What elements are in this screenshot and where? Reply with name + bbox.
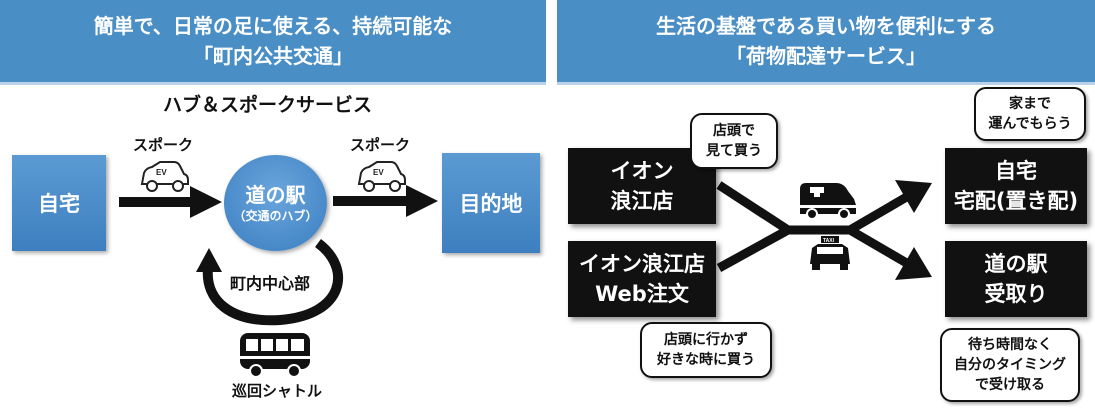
bubble-store: 店頭で 見て買う xyxy=(690,113,778,169)
ev-badge-right: EV xyxy=(373,168,384,177)
bubble-station-line3: で受け取る xyxy=(975,377,1045,393)
bubble-store-line2: 見て買う xyxy=(706,143,762,159)
home-delivery-box: 自宅 宅配(置き配) xyxy=(945,148,1087,224)
hub-subtitle: （交通のハブ） xyxy=(233,209,318,223)
spoke-label-right: スポーク xyxy=(350,136,411,154)
left-header: 簡単で、日常の足に使える、持続可能な 「町内公共交通」 xyxy=(0,0,546,85)
bus-icon xyxy=(240,333,310,378)
hub-circle: 道の駅 （交通のハブ） xyxy=(224,155,327,251)
right-header-line1: 生活の基盤である買い物を便利にする xyxy=(656,14,996,38)
delivery-route-lines xyxy=(716,180,932,280)
bus-label: 巡回シャトル xyxy=(232,382,323,400)
loop-arrow xyxy=(196,238,344,326)
web-line1: イオン浪江店 xyxy=(579,252,705,276)
bubble-home-line2: 運んでもらう xyxy=(988,116,1072,132)
home-delivery-line2: 宅配(置き配) xyxy=(953,189,1079,213)
bubble-web: 店頭に行かず 好きな時に買う xyxy=(640,322,772,378)
bubble-station-line1: 待ち時間なく xyxy=(968,337,1052,353)
left-header-line2: 「町内公共交通」 xyxy=(193,44,353,68)
web-line2: Web注文 xyxy=(595,282,689,306)
delivery-truck-icon xyxy=(800,183,856,220)
arrow-home-to-hub xyxy=(119,186,222,218)
station-pickup-line1: 道の駅 xyxy=(984,252,1048,276)
destination-box: 目的地 xyxy=(442,153,540,253)
spoke-label-left: スポーク xyxy=(133,136,194,154)
bubble-station: 待ち時間なく 自分のタイミング で受け取る xyxy=(940,328,1080,402)
bubble-home: 家まで 運んでもらう xyxy=(974,87,1086,141)
store-line1: イオン xyxy=(610,159,674,183)
left-header-line1: 簡単で、日常の足に使える、持続可能な xyxy=(93,14,453,38)
bubble-web-line2: 好きな時に買う xyxy=(657,352,755,368)
right-header-line2: 「荷物配達サービス」 xyxy=(726,44,926,68)
home-box: 自宅 xyxy=(12,155,106,251)
arrow-hub-to-destination xyxy=(333,185,438,217)
destination-label: 目的地 xyxy=(459,192,523,216)
taxi-sign-text: TAXI xyxy=(823,238,835,244)
web-order-box: イオン浪江店 Web注文 xyxy=(568,241,716,317)
bubble-station-line2: 自分のタイミング xyxy=(954,357,1066,373)
ev-car-icon-right: EV xyxy=(357,161,406,192)
station-pickup-line2: 受取り xyxy=(984,282,1048,306)
bubble-store-line1: 店頭で xyxy=(713,123,755,139)
taxi-icon: TAXI xyxy=(810,236,850,270)
bubble-home-line1: 家まで xyxy=(1009,96,1051,112)
ev-badge-left: EV xyxy=(156,168,167,177)
home-delivery-line1: 自宅 xyxy=(995,159,1037,183)
service-subtitle: ハブ＆スポークサービス xyxy=(163,94,373,116)
loop-label: 町内中心部 xyxy=(230,274,311,293)
ev-car-icon-left: EV xyxy=(140,161,189,192)
bubble-web-line1: 店頭に行かず xyxy=(664,332,748,348)
store-line2: 浪江店 xyxy=(610,189,674,213)
station-pickup-box: 道の駅 受取り xyxy=(945,241,1087,317)
home-label: 自宅 xyxy=(38,192,80,216)
right-header: 生活の基盤である買い物を便利にする 「荷物配達サービス」 xyxy=(557,0,1095,85)
hub-title: 道の駅 xyxy=(245,183,306,207)
